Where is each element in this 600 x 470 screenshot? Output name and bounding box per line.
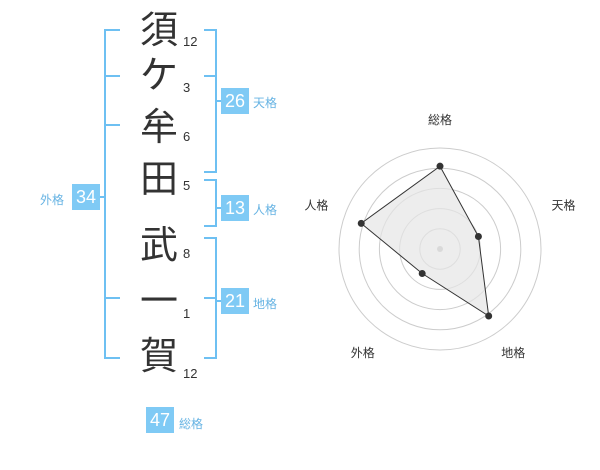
stroke-count-7: 12 [183, 366, 198, 381]
radar-axis-label-5: 人格 [304, 198, 328, 213]
name-char-5: 武 [139, 223, 178, 267]
soukaku-label: 総格 [179, 417, 204, 431]
tenkaku-badge: 26 [221, 88, 250, 114]
radar-point-3 [485, 312, 493, 320]
name-char-6: 一 [139, 279, 178, 323]
soukaku-badge: 47 [146, 407, 175, 433]
stroke-count-6: 1 [183, 306, 191, 321]
gaikaku-label: 外格 [40, 193, 65, 207]
radar-axis-label-2: 天格 [552, 198, 576, 213]
radar-point-5 [357, 219, 365, 227]
name-char-1: 須 [139, 8, 178, 52]
radar-axis-label-3: 地格 [501, 345, 525, 360]
stroke-count-1: 12 [183, 34, 198, 49]
jinkaku-label: 人格 [253, 203, 278, 217]
radar-polygon [360, 165, 490, 317]
radar-points [357, 162, 493, 320]
stroke-count-2: 3 [183, 80, 191, 95]
gaikaku-bracket [104, 29, 120, 359]
tenkaku-label: 天格 [253, 96, 278, 110]
gaikaku-badge: 34 [72, 184, 101, 210]
radar-axis-label-1: 総格 [428, 112, 452, 127]
name-char-4: 田 [139, 157, 178, 201]
chikaku-badge: 21 [221, 288, 250, 314]
name-char-2: ケ [139, 53, 178, 97]
stroke-count-3: 6 [183, 129, 191, 144]
chikaku-label: 地格 [253, 297, 278, 311]
name-char-7: 賀 [139, 334, 178, 378]
stroke-count-5: 8 [183, 246, 191, 261]
name-char-3: 牟 [139, 105, 178, 149]
stroke-count-4: 5 [183, 178, 191, 193]
radar-ring-1 [338, 147, 542, 351]
radar-point-4 [418, 270, 426, 278]
radar-point-1 [436, 162, 444, 170]
jinkaku-bracket [204, 179, 217, 227]
radar-axis-label-4: 外格 [351, 345, 375, 360]
jinkaku-badge: 13 [221, 195, 250, 221]
radar-point-2 [474, 233, 482, 241]
